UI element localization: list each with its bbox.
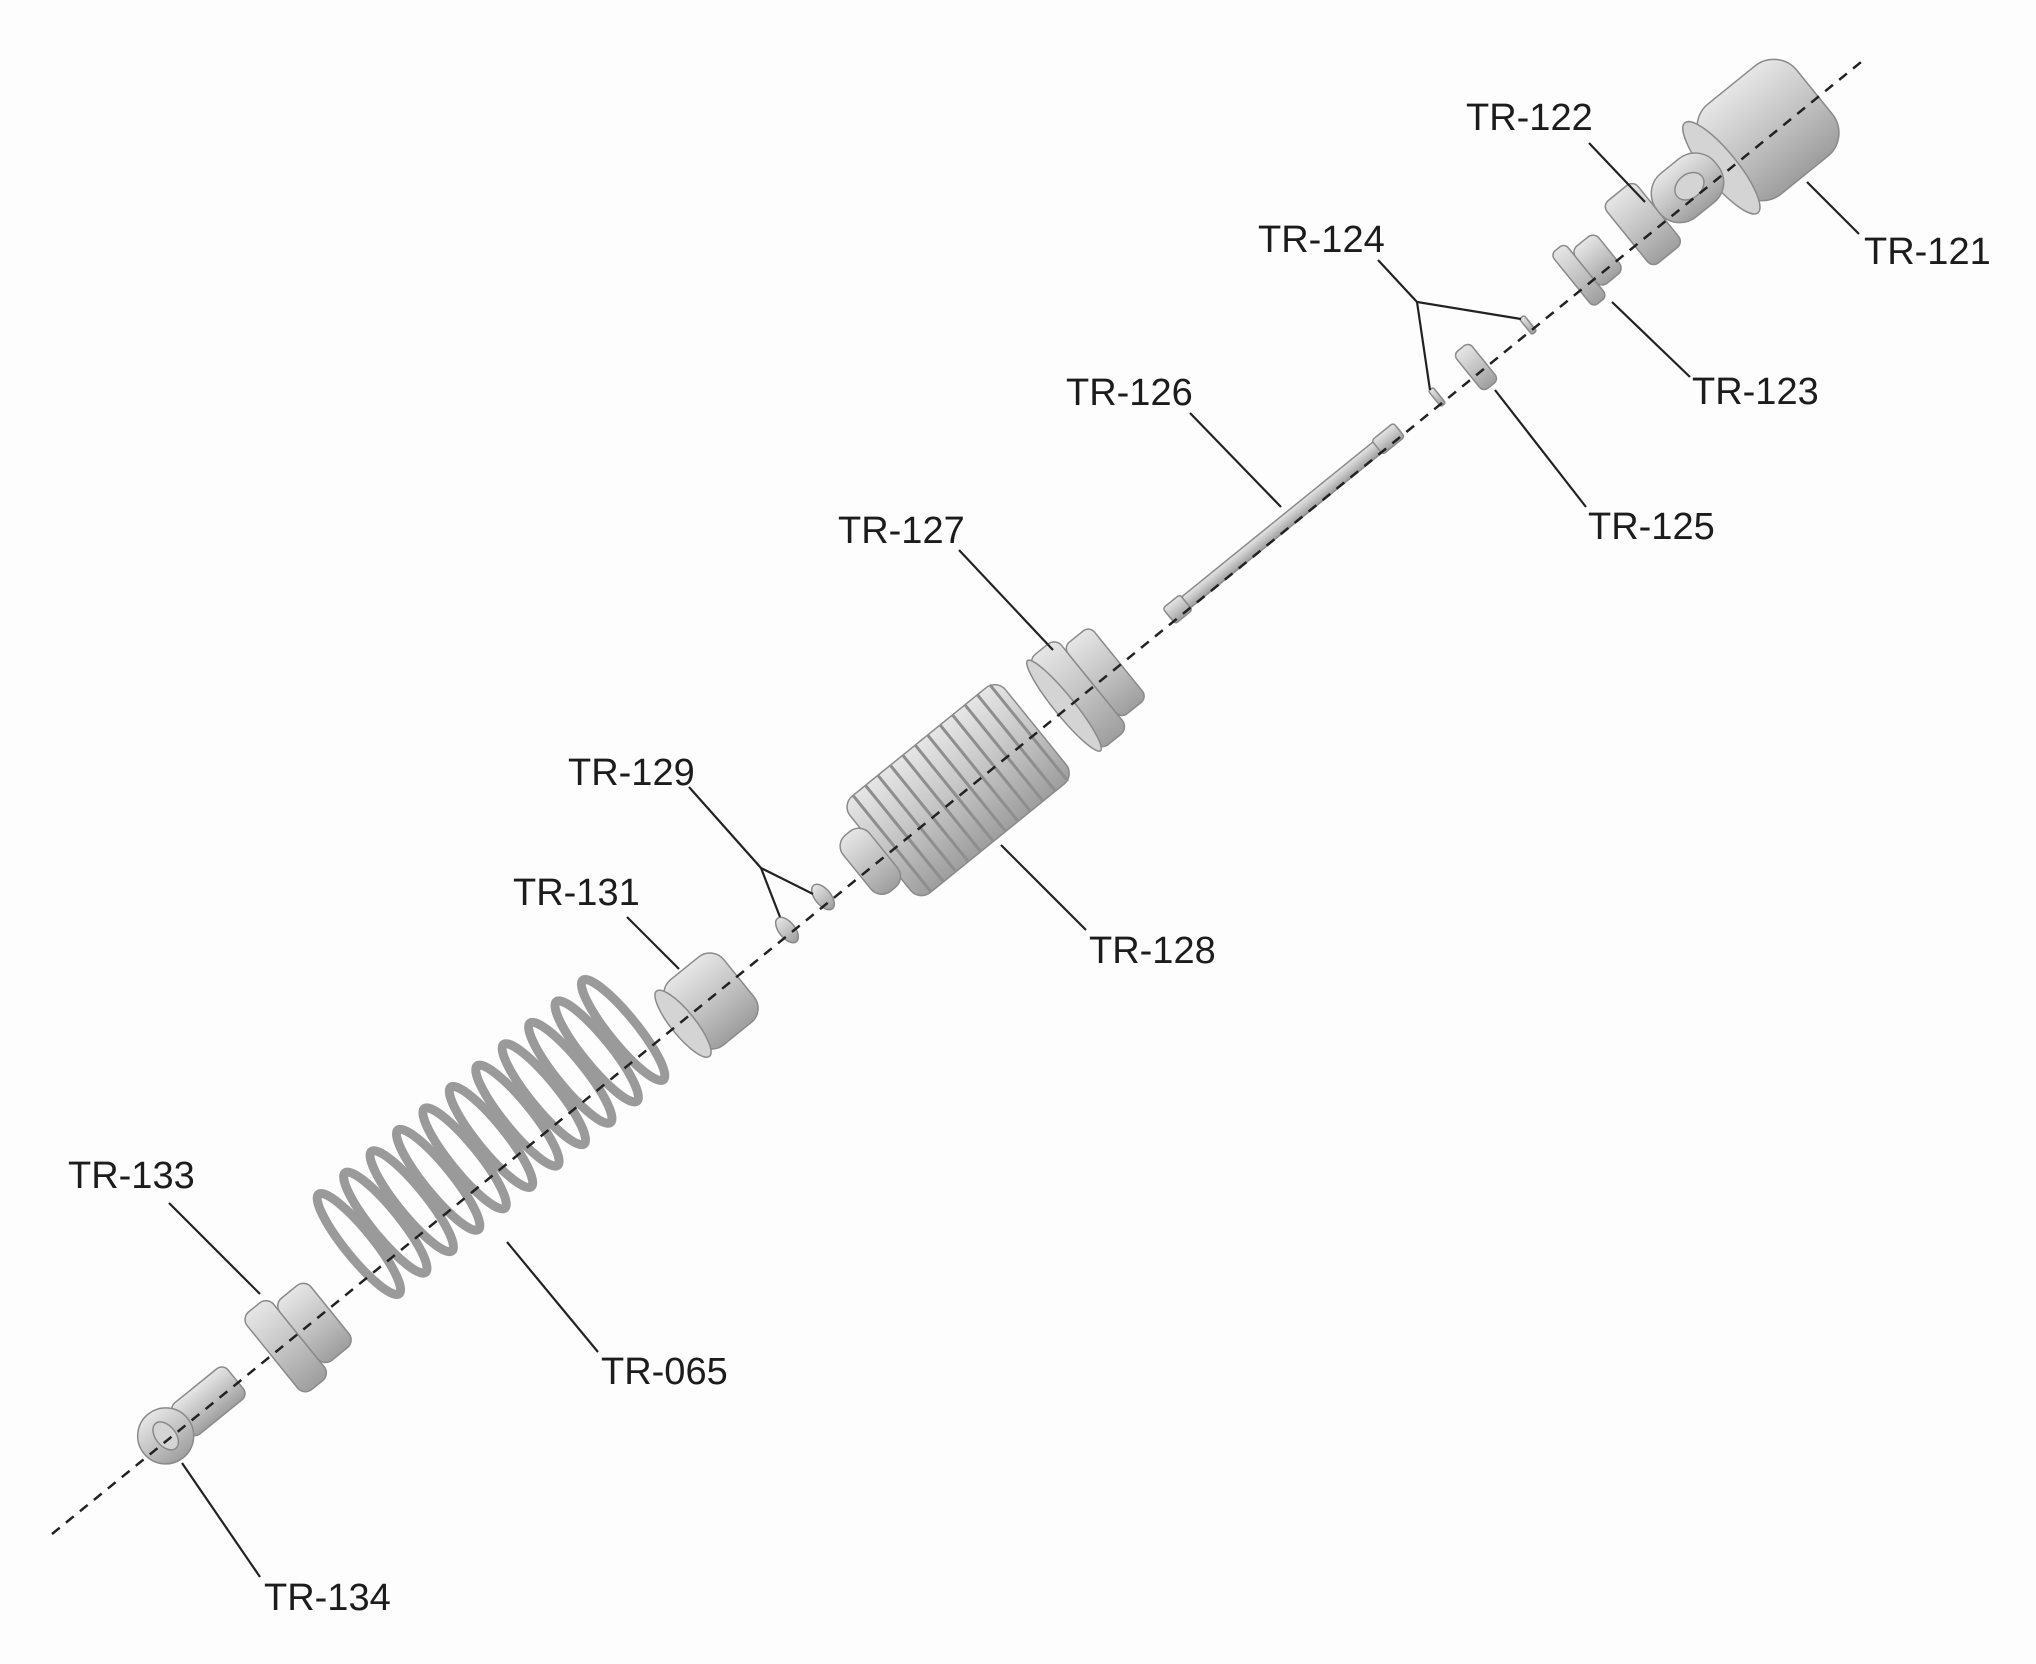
- label-tr-129: TR-129: [568, 752, 695, 794]
- label-tr-127: TR-127: [838, 510, 965, 552]
- assembly-axis: [51, 57, 1867, 1535]
- part-tr-124-a: [1519, 315, 1537, 335]
- part-tr-129-b: [810, 883, 836, 911]
- part-tr-125: [1454, 343, 1498, 391]
- part-tr-129-a: [774, 916, 800, 944]
- part-tr-128: [839, 683, 1070, 897]
- part-tr-126: [1163, 423, 1405, 624]
- part-tr-124-b: [1428, 387, 1446, 407]
- label-tr-128: TR-128: [1089, 930, 1216, 972]
- label-tr-131: TR-131: [513, 872, 640, 914]
- label-tr-125: TR-125: [1588, 506, 1715, 548]
- label-tr-123: TR-123: [1692, 371, 1819, 413]
- label-tr-126: TR-126: [1066, 372, 1193, 414]
- part-tr-127: [1025, 628, 1145, 752]
- part-tr-134: [136, 1366, 246, 1465]
- part-tr-065-spring: [312, 975, 670, 1299]
- part-tr-123: [1552, 234, 1622, 306]
- label-tr-065: TR-065: [601, 1351, 728, 1393]
- leader-lines: [168, 142, 1860, 1578]
- label-tr-134: TR-134: [264, 1577, 391, 1619]
- label-tr-121: TR-121: [1864, 231, 1991, 273]
- part-tr-133: [244, 1282, 352, 1393]
- label-tr-124: TR-124: [1258, 219, 1385, 261]
- label-tr-133: TR-133: [68, 1155, 195, 1197]
- part-tr-122: [1604, 152, 1725, 266]
- part-tr-131: [654, 952, 759, 1058]
- label-tr-122: TR-122: [1466, 97, 1593, 139]
